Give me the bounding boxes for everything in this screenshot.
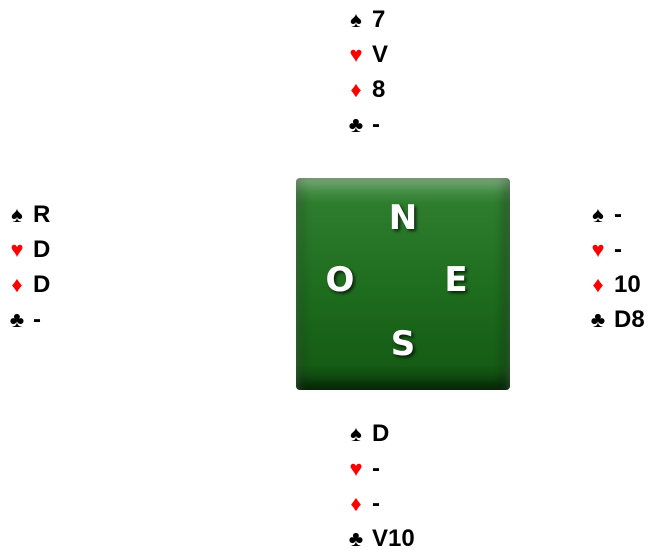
compass-north-label: N [388,198,418,238]
east-diamonds-row: ♦ 10 [586,267,645,302]
east-hand: ♠ - ♥ - ♦ 10 ♣ D8 [586,197,645,337]
club-icon: ♣ [348,112,364,137]
compass-east-label: E [444,260,468,300]
compass-south-label: S [390,324,416,364]
west-spades-cards: R [33,201,51,228]
spade-icon: ♠ [350,421,362,446]
heart-icon: ♥ [349,456,363,481]
north-hand: ♠ 7 ♥ V ♦ 8 ♣ - [344,2,388,142]
west-hand: ♠ R ♥ D ♦ D ♣ - [5,197,51,337]
north-hearts-cards: V [372,41,389,68]
diamond-icon: ♦ [350,77,362,102]
south-hearts-row: ♥ - [344,451,415,486]
club-icon: ♣ [9,307,25,332]
north-spades-cards: 7 [372,6,386,33]
west-clubs-row: ♣ - [5,302,50,337]
west-hearts-row: ♥ D [5,232,50,267]
south-diamonds-row: ♦ - [344,486,415,521]
east-hearts-row: ♥ - [586,232,645,267]
club-icon: ♣ [348,526,364,551]
spade-icon: ♠ [592,202,604,227]
diamond-icon: ♦ [11,272,23,297]
west-diamonds-row: ♦ D [5,267,50,302]
south-hearts-cards: - [372,455,380,482]
east-clubs-cards: D8 [614,306,645,333]
north-hearts-row: ♥ V [344,37,388,72]
south-spades-row: ♠ D [344,416,415,451]
spade-icon: ♠ [350,7,362,32]
south-clubs-row: ♣ V10 [344,521,415,556]
west-spades-row: ♠ R [5,197,50,232]
west-hearts-cards: D [33,236,51,263]
east-diamonds-cards: 10 [614,271,641,298]
south-clubs-cards: V10 [372,525,415,552]
south-diamonds-cards: - [372,490,380,517]
compass-table: N O E S [296,178,510,390]
heart-icon: ♥ [349,42,363,67]
club-icon: ♣ [590,307,606,332]
diamond-icon: ♦ [592,272,604,297]
west-clubs-cards: - [33,306,41,333]
north-diamonds-cards: 8 [372,76,386,103]
heart-icon: ♥ [591,237,605,262]
north-clubs-row: ♣ - [344,107,388,142]
east-hearts-cards: - [614,236,622,263]
south-spades-cards: D [372,420,390,447]
north-diamonds-row: ♦ 8 [344,72,388,107]
north-spades-row: ♠ 7 [344,2,388,37]
west-diamonds-cards: D [33,271,51,298]
east-spades-cards: - [614,201,622,228]
south-hand: ♠ D ♥ - ♦ - ♣ V10 [344,416,415,556]
diamond-icon: ♦ [350,491,362,516]
spade-icon: ♠ [11,202,23,227]
east-clubs-row: ♣ D8 [586,302,645,337]
compass-west-label: O [325,260,355,300]
east-spades-row: ♠ - [586,197,645,232]
north-clubs-cards: - [372,111,380,138]
heart-icon: ♥ [10,237,24,262]
